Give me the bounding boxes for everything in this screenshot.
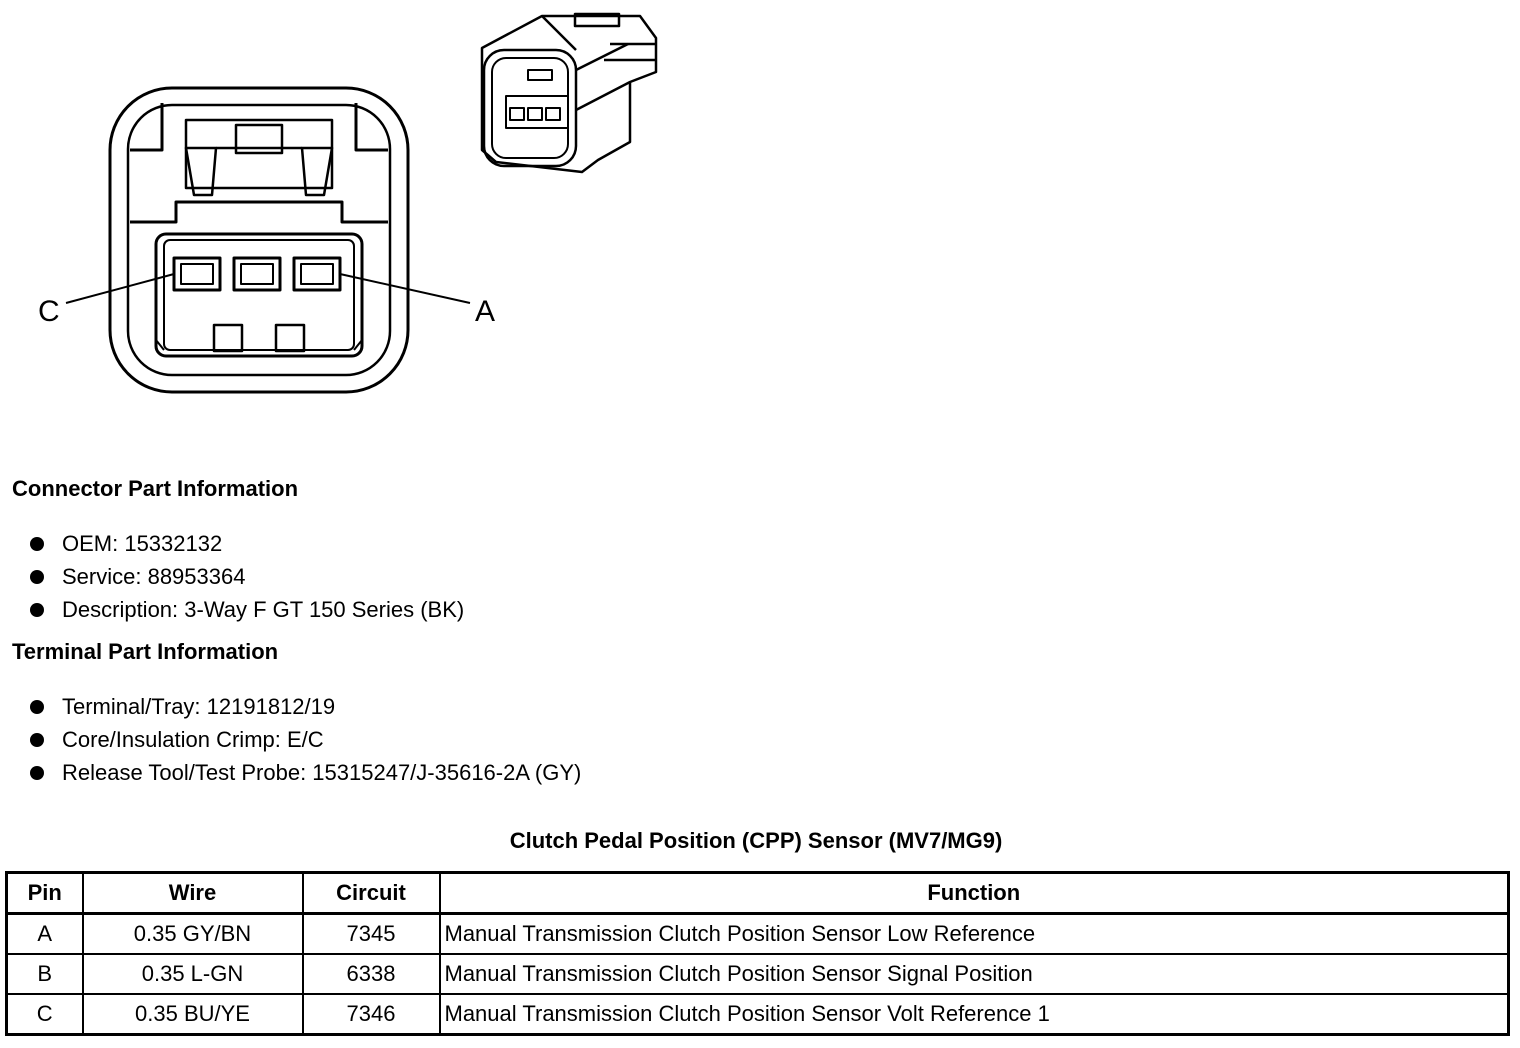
connector-part-info-list: OEM: 15332132 Service: 88953364 Descript…: [28, 527, 464, 626]
wire-cell: 0.35 GY/BN: [81, 912, 304, 955]
table-row: C 0.35 BU/YE 7346 Manual Transmission Cl…: [5, 993, 1510, 1036]
header-pin: Pin: [5, 871, 84, 915]
function-cell: Manual Transmission Clutch Position Sens…: [438, 912, 1510, 955]
pin-cell: C: [5, 993, 84, 1036]
list-item: Description: 3-Way F GT 150 Series (BK): [28, 593, 464, 626]
terminal-part-info-list: Terminal/Tray: 12191812/19 Core/Insulati…: [28, 690, 581, 789]
pin-table-title: Clutch Pedal Position (CPP) Sensor (MV7/…: [509, 828, 1003, 853]
bullet-icon: [30, 700, 44, 714]
pin-label-a: A: [475, 295, 496, 328]
list-item: Release Tool/Test Probe: 15315247/J-3561…: [28, 756, 581, 789]
terminal-part-info-title: Terminal Part Information: [12, 639, 279, 664]
pin-cell: A: [5, 912, 84, 955]
pin-cell: B: [5, 953, 84, 995]
bullet-icon: [30, 537, 44, 551]
table-row: B 0.35 L-GN 6338 Manual Transmission Clu…: [5, 953, 1510, 995]
wire-cell: 0.35 BU/YE: [81, 993, 304, 1036]
pin-c-leader: [65, 273, 175, 304]
connector-inner-housing: [126, 103, 392, 377]
header-wire: Wire: [81, 871, 304, 915]
connector-part-info-title: Connector Part Information: [12, 476, 299, 501]
bullet-icon: [30, 570, 44, 584]
pin-a-leader: [339, 273, 471, 304]
function-cell: Manual Transmission Clutch Position Sens…: [438, 953, 1510, 995]
connector-diagram: [65, 12, 658, 394]
connector-isometric-view: [480, 12, 658, 174]
circuit-cell: 6338: [301, 953, 441, 995]
list-item: OEM: 15332132: [28, 527, 464, 560]
connector-outer-housing: [108, 86, 410, 394]
list-item: Terminal/Tray: 12191812/19: [28, 690, 581, 723]
circuit-cell: 7346: [301, 993, 441, 1036]
table-row: A 0.35 GY/BN 7345 Manual Transmission Cl…: [5, 912, 1510, 955]
bullet-icon: [30, 733, 44, 747]
bullet-icon: [30, 603, 44, 617]
wire-cell: 0.35 L-GN: [81, 953, 304, 995]
terminal-cavity: [154, 232, 364, 358]
pin-table: Pin Wire Circuit Function A 0.35 GY/BN 7…: [5, 871, 1510, 1036]
pin-label-c: C: [38, 295, 60, 328]
header-circuit: Circuit: [301, 871, 441, 915]
list-item: Core/Insulation Crimp: E/C: [28, 723, 581, 756]
list-item: Service: 88953364: [28, 560, 464, 593]
bullet-icon: [30, 766, 44, 780]
header-function: Function: [438, 871, 1510, 915]
table-header-row: Pin Wire Circuit Function: [5, 871, 1510, 915]
circuit-cell: 7345: [301, 912, 441, 955]
function-cell: Manual Transmission Clutch Position Sens…: [438, 993, 1510, 1036]
terminal-b: [232, 256, 282, 292]
